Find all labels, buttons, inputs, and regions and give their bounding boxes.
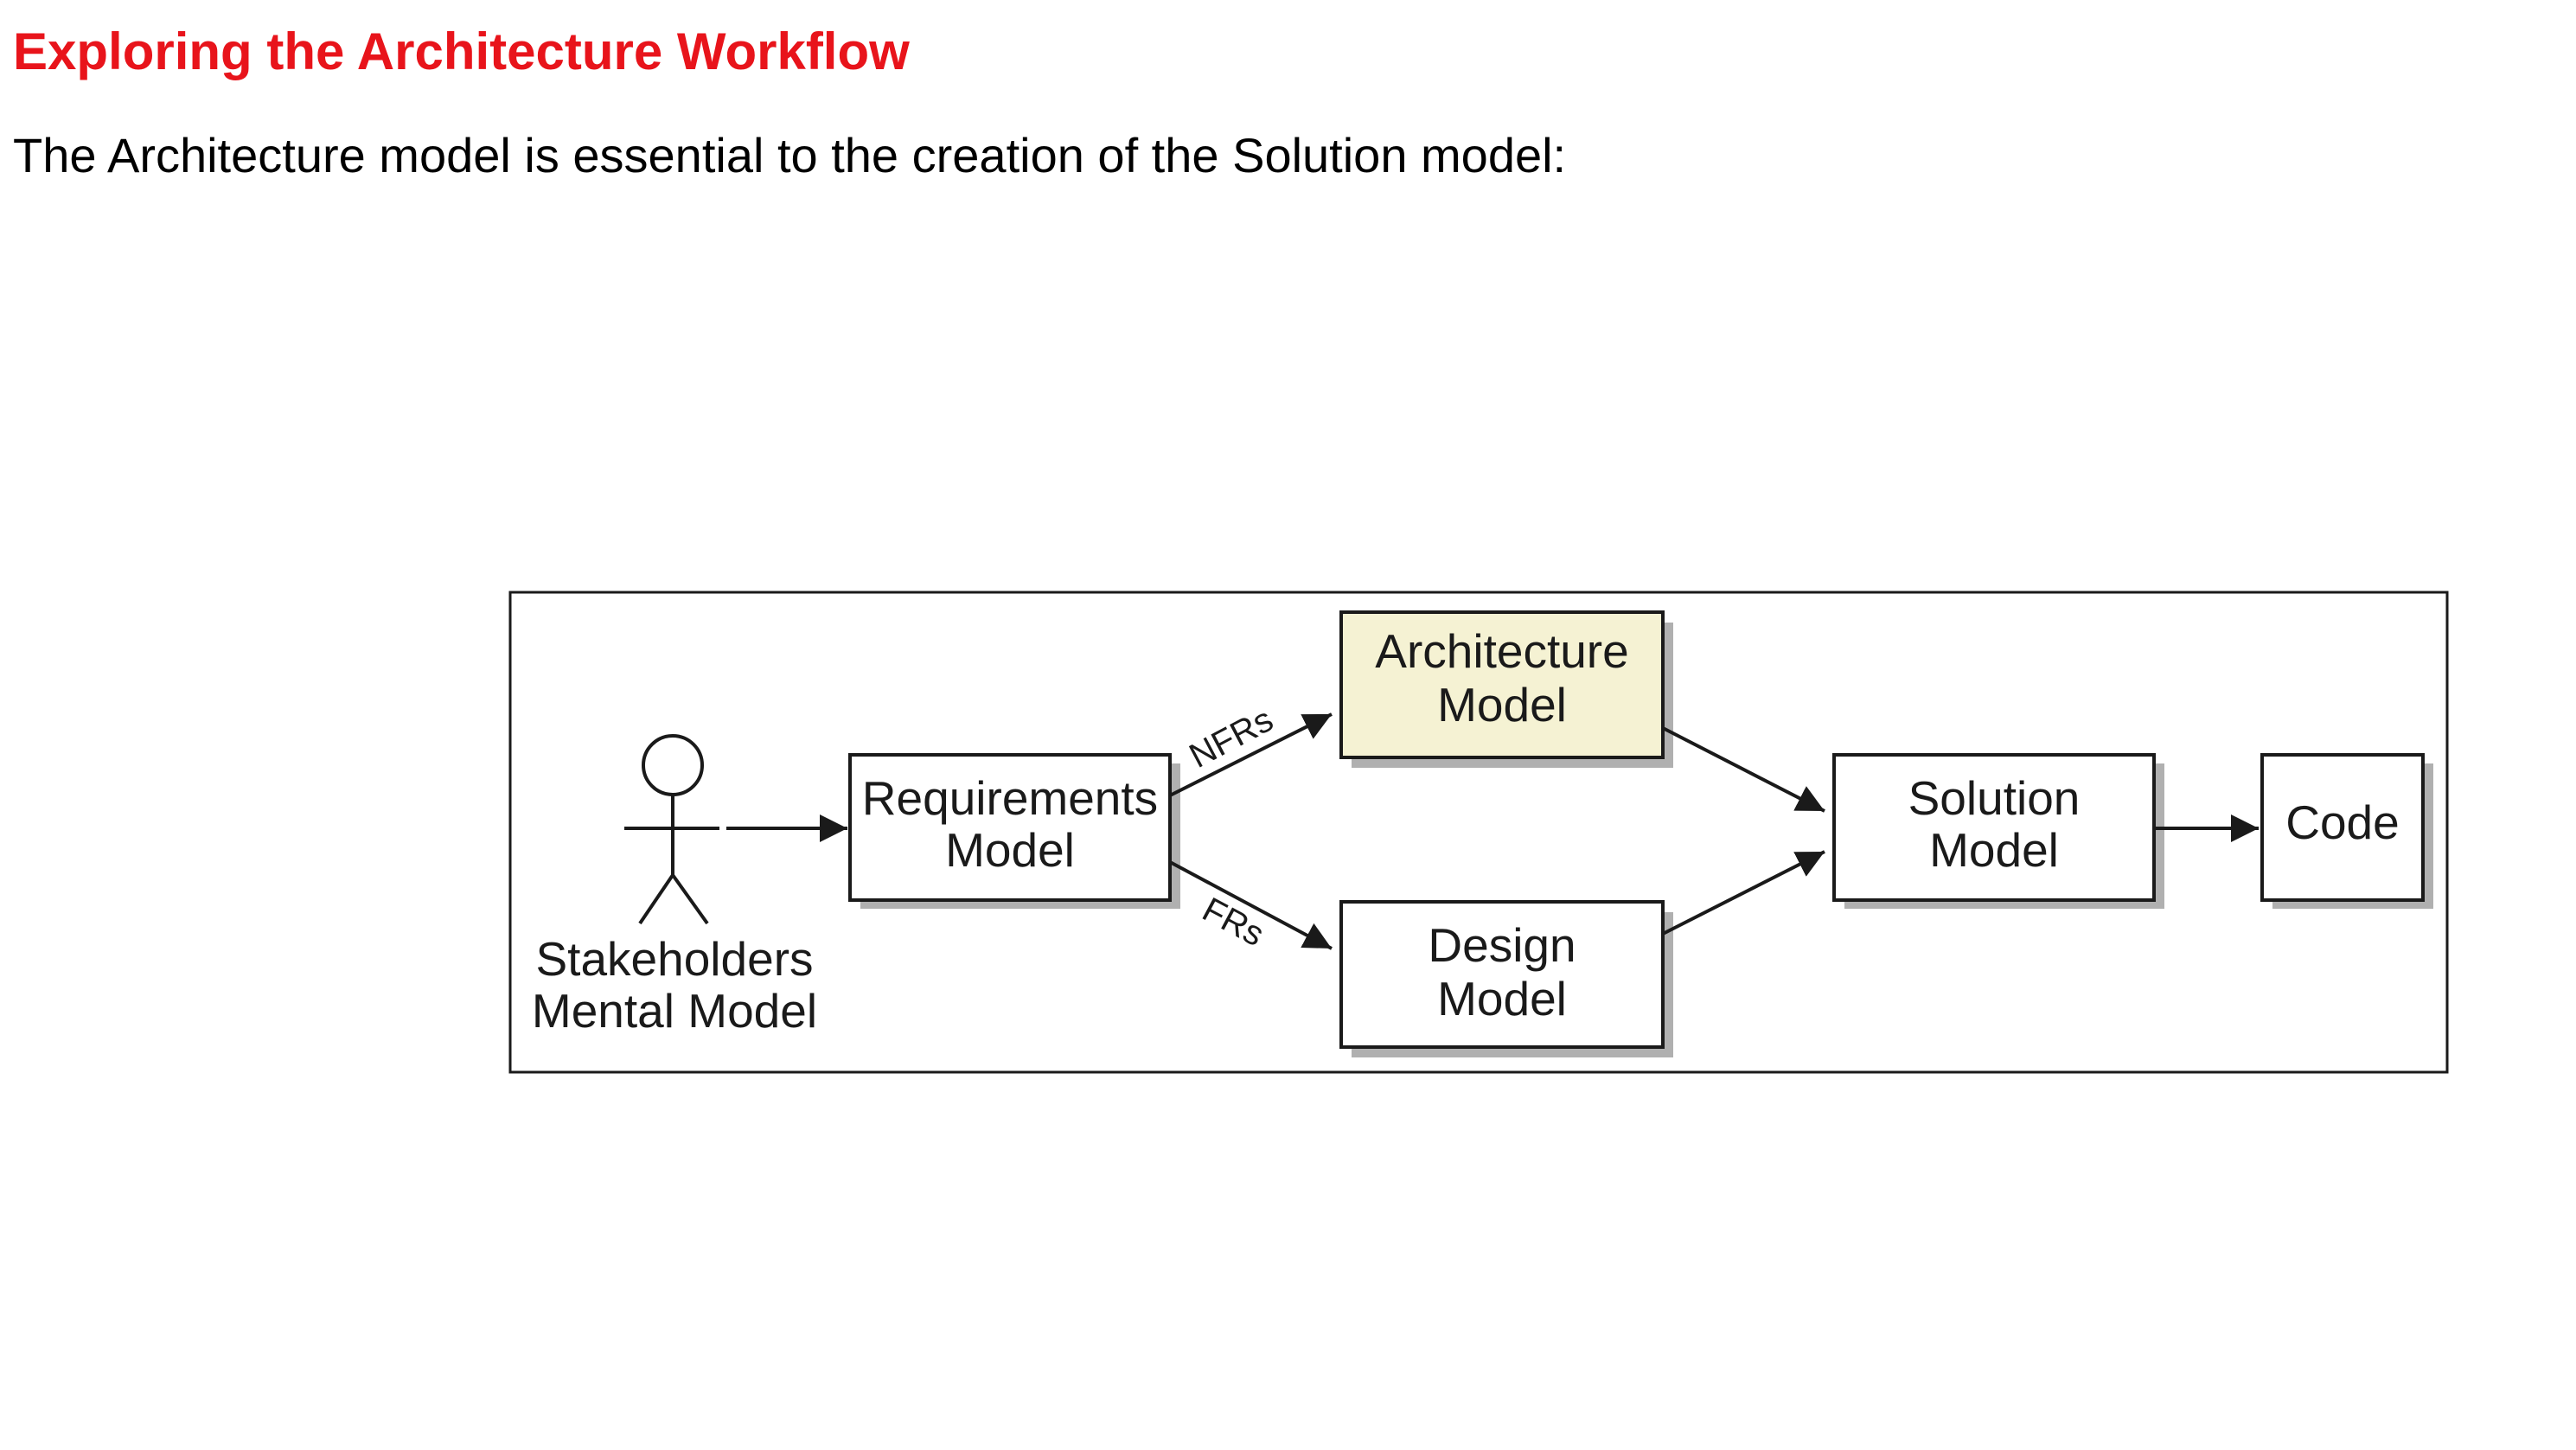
architecture-model-label-line1: Architecture [1375, 624, 1628, 678]
page-title: Exploring the Architecture Workflow [13, 22, 910, 80]
requirements-model-box [848, 753, 1172, 902]
solution-model-label-line1: Solution [1908, 771, 2081, 825]
solution-model-label-line2: Model [1929, 823, 2059, 877]
edge-requirements-to-design [1169, 860, 1333, 950]
architecture-model-label-line2: Model [1437, 678, 1567, 731]
code-label: Code [2285, 795, 2399, 849]
design-model-label-line2: Model [1437, 972, 1567, 1025]
page-intro: The Architecture model is essential to t… [13, 128, 1567, 182]
actor-label-line2: Mental Model [532, 984, 817, 1038]
design-model-label-line1: Design [1428, 918, 1576, 972]
architecture-model-box [1339, 610, 1665, 759]
design-model-box [1339, 900, 1665, 1049]
code-box [2260, 753, 2425, 902]
edge-requirements-to-architecture [1169, 712, 1333, 797]
requirements-model-label-line1: Requirements [862, 771, 1158, 825]
actor-label-line1: Stakeholders [535, 932, 813, 986]
requirements-model-label-line2: Model [945, 823, 1075, 877]
edge-architecture-to-solution [1662, 726, 1825, 813]
solution-model-box [1832, 753, 2156, 902]
edge-design-to-solution [1662, 850, 1825, 936]
stick-figure-icon [624, 734, 719, 925]
connectors [726, 712, 2259, 950]
